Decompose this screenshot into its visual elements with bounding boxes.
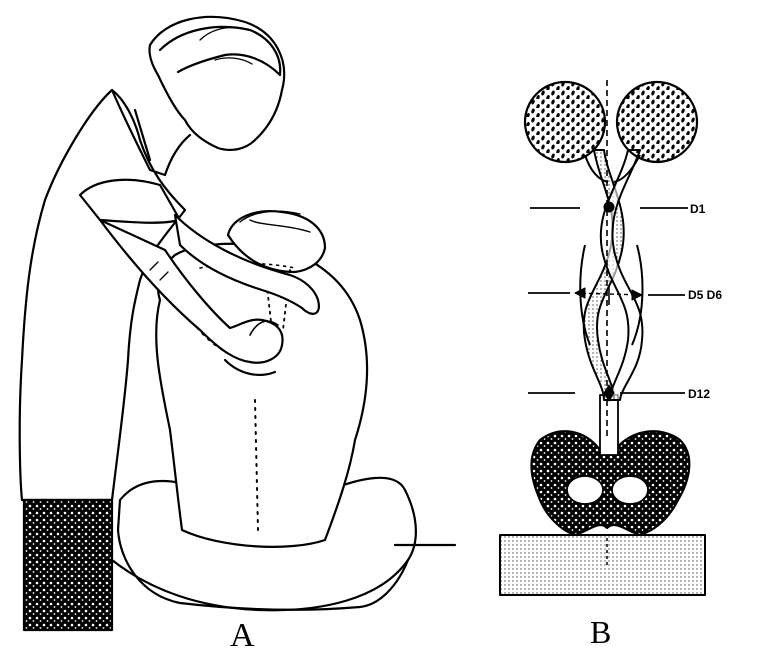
band-right xyxy=(599,149,644,401)
marker-d12 xyxy=(528,384,685,402)
label-d12: D12 xyxy=(688,387,710,401)
label-d5d6: D5 D6 xyxy=(688,288,722,302)
pelvis xyxy=(530,430,691,537)
lumbar-column xyxy=(599,394,619,456)
left-scapula-circle xyxy=(523,80,607,164)
marker-d1 xyxy=(530,201,688,213)
label-d1: D1 xyxy=(690,202,706,216)
right-scapula-circle xyxy=(615,80,699,164)
panel-b-diagram xyxy=(499,80,706,596)
panel-a-illustration xyxy=(18,15,457,632)
caption-b: B xyxy=(590,614,611,650)
caption-a: A xyxy=(230,617,255,654)
marker-d5d6 xyxy=(528,285,685,305)
base-block xyxy=(499,534,706,596)
therapist-trousers xyxy=(22,498,114,632)
